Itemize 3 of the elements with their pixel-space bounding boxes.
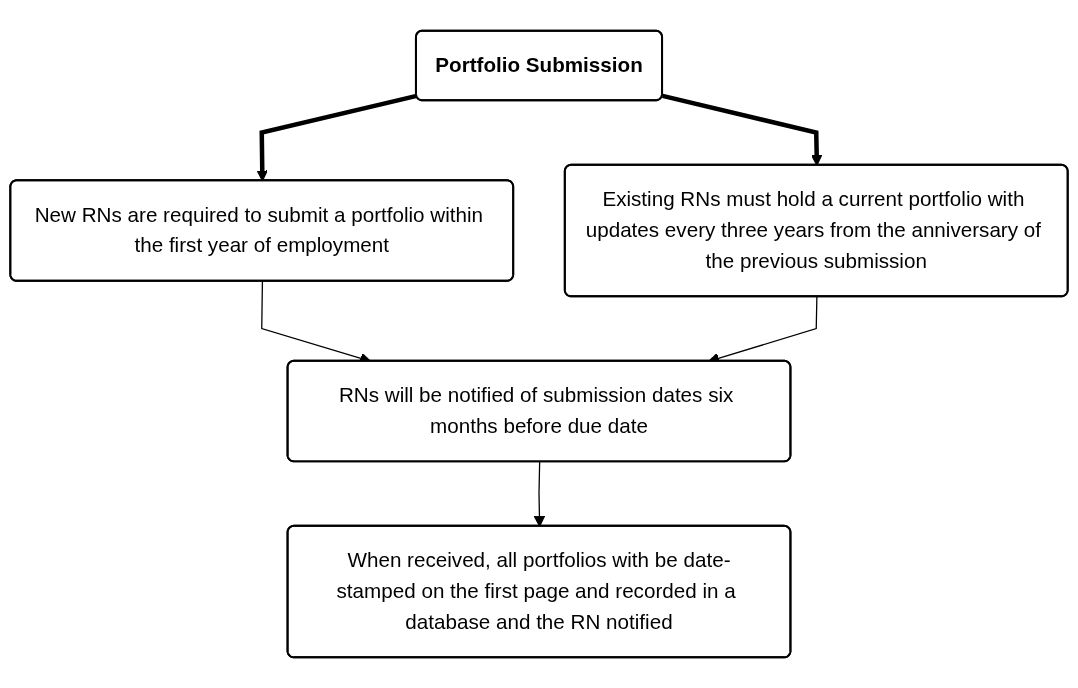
arrow [662, 93, 823, 166]
arrow [533, 461, 546, 527]
arrow [256, 93, 418, 182]
